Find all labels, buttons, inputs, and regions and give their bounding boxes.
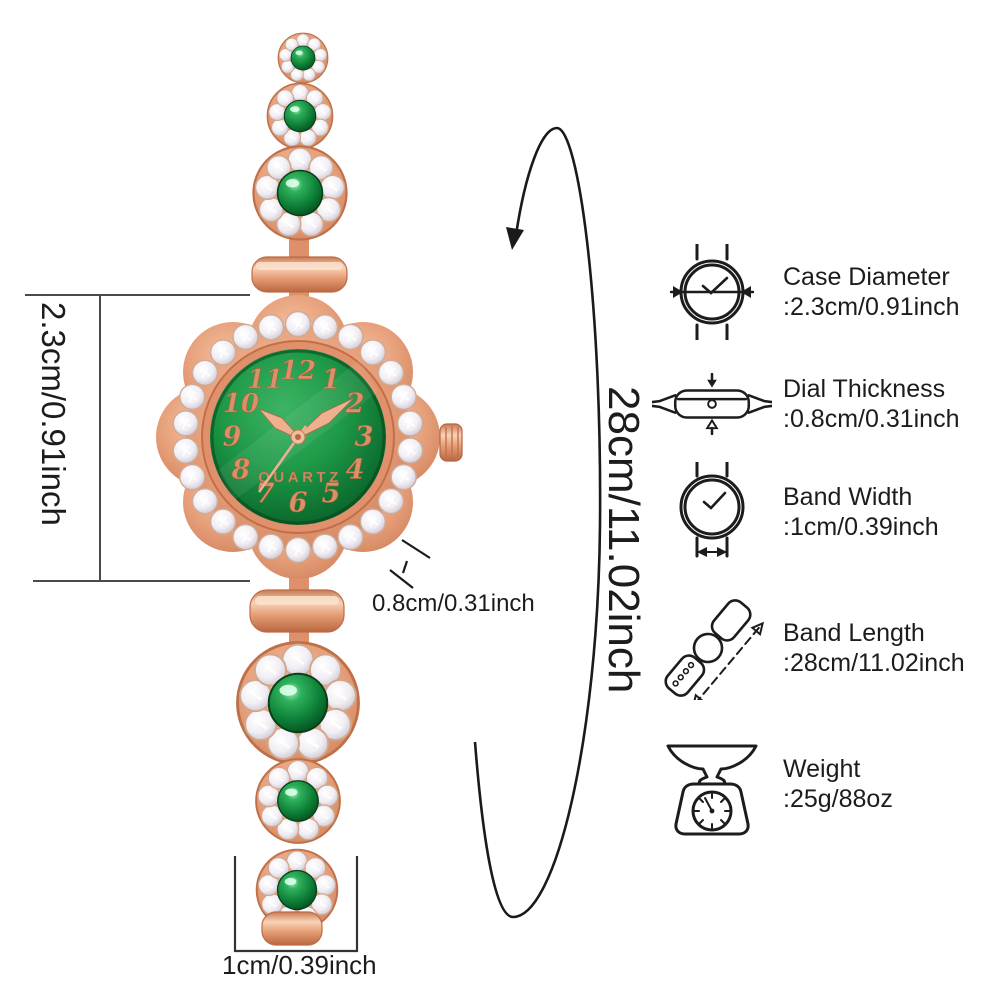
dial-numeral: 7 bbox=[256, 479, 275, 510]
dial-numeral: 9 bbox=[223, 422, 242, 453]
band-width-icon bbox=[652, 462, 772, 562]
spec-label: Band Length bbox=[783, 619, 925, 647]
dial-thickness-leader bbox=[389, 539, 431, 589]
dial-numeral: 12 bbox=[280, 356, 316, 386]
dial-numerals: 12 1 2 3 4 5 6 7 8 9 10 11 bbox=[222, 356, 374, 519]
spec-value: :28cm/11.02inch bbox=[783, 649, 965, 677]
spec-label: Case Diameter bbox=[783, 263, 950, 291]
case-height-bracket bbox=[25, 294, 250, 582]
band-width-annotation: 1cm/0.39inch bbox=[222, 950, 377, 980]
minute-hand bbox=[290, 397, 355, 443]
arrowhead bbox=[506, 227, 524, 250]
dial-numeral: 2 bbox=[345, 389, 365, 420]
dial-brand-text: QUARTZ bbox=[258, 469, 342, 486]
watch-top-bracelet bbox=[251, 33, 347, 293]
dial-numeral: 5 bbox=[322, 479, 341, 510]
dial-numeral: 8 bbox=[231, 455, 251, 486]
spec-row-band-width: Band Width :1cm/0.39inch bbox=[652, 460, 939, 564]
spec-row-weight: Weight :25g/88oz bbox=[652, 730, 893, 838]
spec-row-case-diameter: Case Diameter :2.3cm/0.91inch bbox=[652, 244, 960, 340]
spec-value: :1cm/0.39inch bbox=[783, 513, 939, 541]
dial-thickness-annotation: 0.8cm/0.31inch bbox=[372, 590, 535, 617]
band-width-bracket bbox=[233, 856, 359, 953]
dial-numeral: 6 bbox=[289, 488, 308, 519]
watch-dial: 12 1 2 3 4 5 6 7 8 9 10 11 QUARTZ bbox=[210, 349, 386, 525]
case-diameter-icon bbox=[652, 244, 772, 340]
spec-value: :0.8cm/0.31inch bbox=[783, 405, 960, 433]
spec-value: :25g/88oz bbox=[783, 785, 893, 813]
dial-thickness-icon bbox=[652, 373, 772, 435]
watch-bottom-bracelet bbox=[238, 589, 359, 946]
dial-numeral: 3 bbox=[355, 422, 374, 453]
band-length-annotation: 28cm/11.02inch bbox=[599, 386, 648, 694]
dial-numeral: 1 bbox=[322, 365, 341, 396]
watch-crown bbox=[439, 423, 463, 462]
bracelet-end-cap bbox=[261, 911, 323, 946]
spec-label: Dial Thickness bbox=[783, 375, 946, 403]
band-length-icon bbox=[652, 596, 772, 700]
dial-numeral: 10 bbox=[223, 389, 259, 419]
case-height-annotation: 2.3cm/0.91inch bbox=[35, 302, 72, 526]
spec-value: :2.3cm/0.91inch bbox=[783, 293, 960, 321]
spec-label: Weight bbox=[783, 755, 861, 783]
spec-row-dial-thickness: Dial Thickness :0.8cm/0.31inch bbox=[652, 366, 960, 442]
dial-numeral: 4 bbox=[346, 455, 365, 486]
spec-row-band-length: Band Length :28cm/11.02inch bbox=[652, 596, 965, 700]
dial-numeral: 11 bbox=[247, 365, 283, 395]
band-length-arrow bbox=[473, 126, 602, 919]
spec-label: Band Width bbox=[783, 483, 913, 511]
weight-scale-icon bbox=[652, 732, 772, 836]
